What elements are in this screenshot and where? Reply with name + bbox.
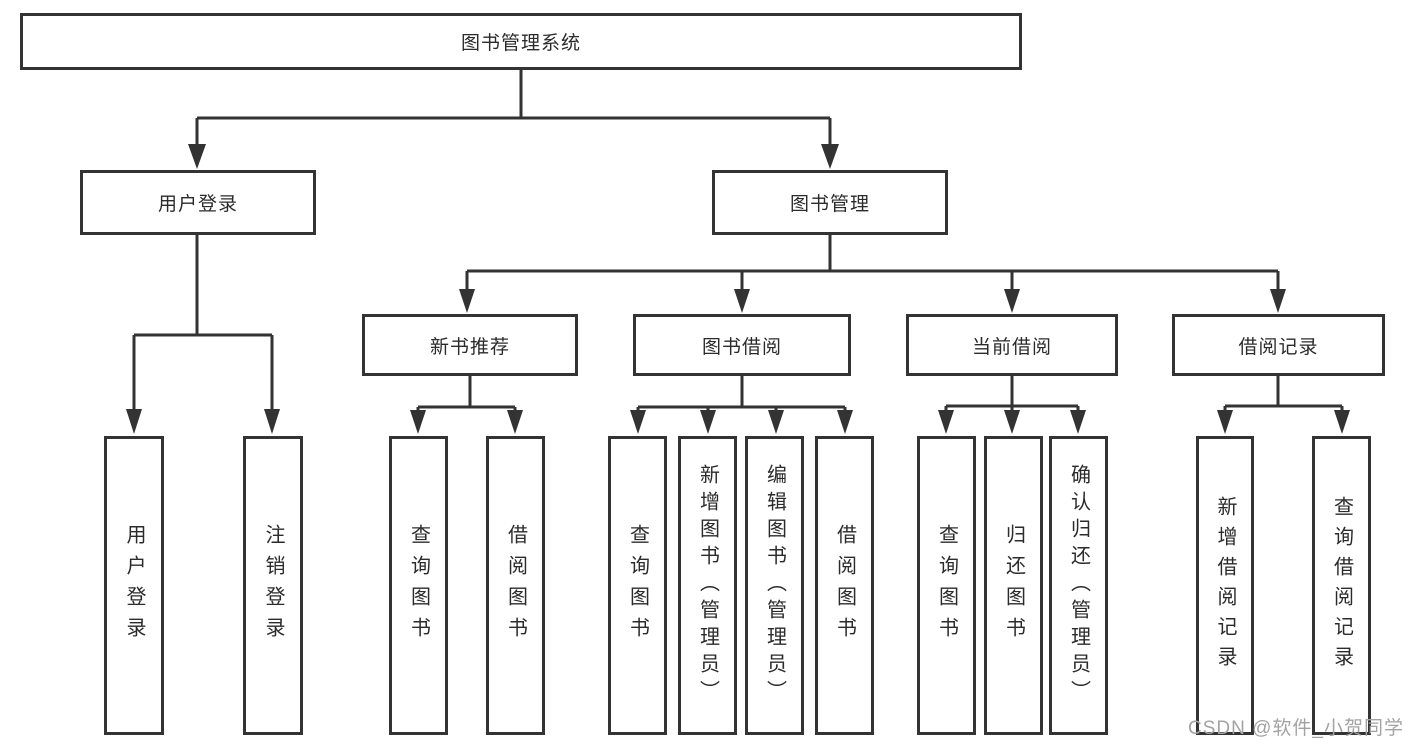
node-current-borrowing-label: 当前借阅 bbox=[971, 336, 1052, 358]
edge-new-book-recommend-to-leaves bbox=[410, 376, 523, 434]
leaf-return-books: 归还图书 bbox=[984, 436, 1043, 735]
node-book-borrowing-label: 图书借阅 bbox=[701, 336, 782, 358]
leaf-borrow-books-recommend: 借阅图书 bbox=[486, 436, 545, 735]
leaf-edit-book-admin: 编辑图书（管理员） bbox=[745, 436, 804, 735]
node-borrowing-records: 借阅记录 bbox=[1172, 314, 1385, 376]
node-user-login: 用户登录 bbox=[80, 170, 316, 235]
edge-book-management-to-level2 bbox=[459, 235, 1286, 313]
leaf-confirm-return-admin: 确认归还（管理员） bbox=[1049, 436, 1108, 735]
leaf-user-login: 用户登录 bbox=[104, 436, 164, 735]
leaf-borrow-books-recommend-label: 借阅图书 bbox=[504, 523, 527, 648]
leaf-add-book-admin-label: 新增图书（管理员） bbox=[696, 464, 719, 707]
edge-current-borrowing-to-leaves bbox=[938, 376, 1086, 434]
leaf-query-books-current-label: 查询图书 bbox=[935, 523, 958, 648]
leaf-query-books-borrowing: 查询图书 bbox=[608, 436, 667, 735]
edge-root-to-level1 bbox=[188, 70, 839, 169]
node-book-management: 图书管理 bbox=[712, 170, 948, 235]
leaf-return-books-label: 归还图书 bbox=[1002, 523, 1025, 648]
node-new-book-recommend-label: 新书推荐 bbox=[429, 336, 510, 358]
node-book-management-label: 图书管理 bbox=[789, 194, 870, 215]
leaf-borrow-books-borrowing: 借阅图书 bbox=[815, 436, 874, 735]
node-user-login-label: 用户登录 bbox=[157, 194, 238, 215]
edge-user-login-to-leaves bbox=[126, 235, 280, 434]
leaf-borrow-books-borrowing-label: 借阅图书 bbox=[833, 523, 856, 648]
node-root-label: 图书管理系统 bbox=[460, 33, 581, 54]
node-current-borrowing: 当前借阅 bbox=[906, 314, 1118, 376]
node-new-book-recommend: 新书推荐 bbox=[362, 314, 578, 376]
leaf-user-login-label: 用户登录 bbox=[123, 523, 145, 648]
csdn-watermark: CSDN @软件_小贺同学 bbox=[1188, 718, 1404, 739]
leaf-add-borrow-record: 新增借阅记录 bbox=[1196, 436, 1254, 735]
edge-borrowing-records-to-leaves bbox=[1217, 376, 1350, 434]
leaf-query-borrow-record-label: 查询借阅记录 bbox=[1330, 495, 1353, 676]
leaf-logout-label: 注销登录 bbox=[262, 523, 284, 648]
edge-book-borrowing-to-leaves bbox=[630, 376, 853, 434]
node-borrowing-records-label: 借阅记录 bbox=[1238, 336, 1319, 358]
node-root-library-system: 图书管理系统 bbox=[20, 13, 1022, 70]
leaf-logout: 注销登录 bbox=[243, 436, 303, 735]
leaf-confirm-return-admin-label: 确认归还（管理员） bbox=[1067, 464, 1090, 707]
leaf-add-book-admin: 新增图书（管理员） bbox=[678, 436, 737, 735]
leaf-query-books-borrowing-label: 查询图书 bbox=[626, 523, 649, 648]
leaf-query-books-current: 查询图书 bbox=[917, 436, 976, 735]
leaf-add-borrow-record-label: 新增借阅记录 bbox=[1214, 495, 1236, 676]
leaf-edit-book-admin-label: 编辑图书（管理员） bbox=[763, 464, 786, 707]
leaf-query-borrow-record: 查询借阅记录 bbox=[1312, 436, 1371, 735]
leaf-query-books-recommend-label: 查询图书 bbox=[407, 523, 430, 648]
node-book-borrowing: 图书借阅 bbox=[633, 314, 851, 376]
leaf-query-books-recommend: 查询图书 bbox=[389, 436, 448, 735]
